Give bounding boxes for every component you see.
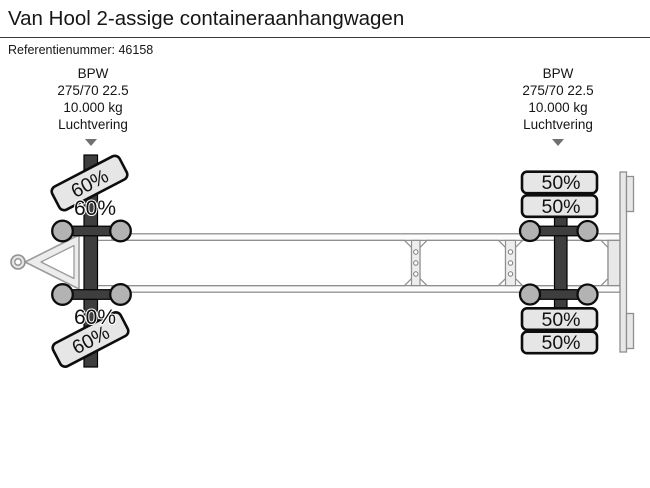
frame-panel-middle (419, 239, 507, 287)
cross-member-2 (504, 239, 517, 287)
rear-tire-inner-top: 50% (520, 194, 599, 219)
rear-axle-brand: BPW (542, 66, 574, 81)
suspension-hub (518, 219, 542, 243)
rear-crossmember (607, 239, 621, 287)
tire-body (520, 306, 599, 332)
suspension-hub (109, 283, 132, 306)
rear-bumper-bar (619, 171, 628, 353)
tread-depth-label: 50% (541, 196, 580, 218)
tire-body (50, 154, 129, 212)
down-arrow-icon (552, 139, 564, 146)
reference-number: Referentienummer: 46158 (8, 43, 154, 57)
page-title: Van Hool 2-assige containeraanhangwagen (8, 7, 405, 30)
front-axle-spec: BPW 275/70 22.5 10.000 kg Luchtvering (23, 65, 163, 133)
front-tire-inner-top-label: 60% (74, 197, 116, 220)
rear-bumper (607, 171, 635, 353)
rivet-hole (413, 260, 419, 266)
rivet-hole (507, 260, 514, 266)
front-axle-brand: BPW (77, 66, 109, 81)
front-axle-tyre-size: 275/70 22.5 (57, 83, 129, 98)
rivet-hole (413, 271, 419, 277)
rear-tire-outer-bottom: 50% (520, 330, 599, 355)
rear-plate-top (625, 175, 635, 213)
tread-depth-label: 50% (541, 172, 580, 194)
rear-axle-spec: BPW 275/70 22.5 10.000 kg Luchtvering (488, 65, 628, 133)
front-axle-beam (83, 154, 99, 368)
rear-axle-tyre-size: 275/70 22.5 (522, 83, 594, 98)
rear-tire-outer-top: 50% (520, 170, 599, 195)
front-axle: 60% 60% 60% 60% (50, 154, 132, 368)
rear-axle-suspension: Luchtvering (523, 117, 593, 132)
suspension-hub (518, 283, 542, 306)
frame-panel-front (95, 239, 413, 287)
tire-body (520, 170, 599, 195)
suspension-hub (576, 219, 599, 243)
drawbar (10, 234, 80, 290)
suspension-hub (51, 283, 74, 306)
suspension-hub (109, 219, 132, 243)
rear-axle-load: 10.000 kg (528, 100, 588, 115)
down-arrow-icon (85, 139, 97, 146)
tire-body (520, 330, 599, 355)
rivet-hole (507, 249, 514, 255)
cross-member-1 (410, 239, 421, 287)
rear-plate-bottom (625, 312, 635, 350)
towing-eye-hole (14, 258, 22, 266)
tread-depth-label: 50% (541, 332, 580, 354)
tire-body (520, 194, 599, 219)
drawbar-frame-inner (40, 244, 75, 280)
rivet-hole (507, 271, 514, 277)
suspension-hub (51, 219, 74, 243)
front-tire-inner-bottom-label: 60% (74, 306, 116, 329)
front-axle-suspension: Luchtvering (58, 117, 128, 132)
tire-body (51, 311, 130, 368)
front-axle-load: 10.000 kg (63, 100, 123, 115)
suspension-hub (576, 283, 599, 306)
tread-depth-label: 50% (541, 309, 580, 331)
title-divider (0, 37, 650, 38)
rear-axle: 50% 50% 50% 50% (518, 170, 599, 355)
rear-tire-inner-bottom: 50% (520, 306, 599, 332)
rivet-hole (413, 249, 419, 255)
